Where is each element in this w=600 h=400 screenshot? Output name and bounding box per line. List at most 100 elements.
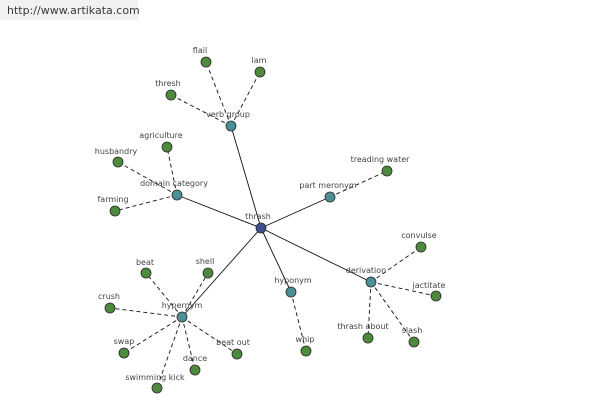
edge-center-domain-category <box>176 194 262 229</box>
leaf-node-shell[interactable]: shell <box>196 257 215 279</box>
leaf-node-farming-label: farming <box>97 195 128 204</box>
edge-verb-group-thresh <box>170 94 232 127</box>
leaf-node-agriculture-label: agriculture <box>139 131 183 140</box>
leaf-node-dance-circle[interactable] <box>189 364 201 376</box>
leaf-node-thresh-circle[interactable] <box>165 89 177 101</box>
edge-derivation-slash <box>370 281 415 343</box>
edge-hypernym-shell <box>181 272 209 318</box>
center-node-thrash-circle[interactable] <box>255 222 267 234</box>
relation-node-hypernym-circle[interactable] <box>176 311 188 323</box>
edge-hyponym-whip <box>290 291 307 352</box>
edge-center-derivation <box>260 227 372 283</box>
url-text[interactable]: http://www.artikata.com <box>7 3 140 17</box>
leaf-node-agriculture[interactable]: agriculture <box>139 131 183 153</box>
edge-verb-group-flail <box>205 61 232 127</box>
relation-node-domain-category-circle[interactable] <box>171 189 183 201</box>
leaf-node-farming[interactable]: farming <box>97 195 129 217</box>
leaf-node-jactitate-label: jactitate <box>412 281 446 290</box>
edge-domain-category-agriculture <box>166 146 178 196</box>
leaf-node-swimming-kick[interactable]: swimming kick <box>125 373 185 394</box>
edge-hypernym-beat <box>145 272 183 318</box>
leaf-node-whip[interactable]: whip <box>296 335 315 357</box>
leaf-node-whip-circle[interactable] <box>300 345 312 357</box>
edge-derivation-convulse <box>370 246 422 283</box>
edge-derivation-thrash-about <box>367 281 372 339</box>
graph-edges <box>109 61 437 389</box>
leaf-node-jactitate[interactable]: jactitate <box>412 281 446 302</box>
leaf-node-lam-circle[interactable] <box>254 66 266 78</box>
leaf-node-agriculture-circle[interactable] <box>161 141 173 153</box>
edge-hypernym-swimming-kick <box>156 316 183 389</box>
leaf-node-beat-out-circle[interactable] <box>231 348 243 360</box>
relation-node-verb-group[interactable]: verb group <box>206 110 250 132</box>
relation-node-hyponym-label: hyponym <box>274 276 312 285</box>
center-node-thrash[interactable]: thrash <box>245 212 271 234</box>
edge-hypernym-crush <box>109 307 183 318</box>
leaf-node-crush-circle[interactable] <box>104 302 116 314</box>
leaf-node-jactitate-circle[interactable] <box>430 290 442 302</box>
leaf-node-swap-circle[interactable] <box>118 347 130 359</box>
relation-node-domain-category-label: domain category <box>140 179 208 188</box>
edge-part-meronym-treading-water <box>329 170 388 198</box>
leaf-node-thrash-about[interactable]: thrash about <box>337 322 389 344</box>
relation-node-domain-category[interactable]: domain category <box>140 179 208 201</box>
leaf-node-shell-label: shell <box>196 257 215 266</box>
center-node-thrash-label: thrash <box>245 212 271 221</box>
edge-center-part-meronym <box>260 196 331 229</box>
relation-node-part-meronym-circle[interactable] <box>324 191 336 203</box>
relation-node-derivation-circle[interactable] <box>365 276 377 288</box>
relation-node-hyponym[interactable]: hyponym <box>274 276 312 298</box>
leaf-node-crush-label: crush <box>98 292 120 301</box>
leaf-node-whip-label: whip <box>296 335 315 344</box>
leaf-node-convulse[interactable]: convulse <box>401 231 437 253</box>
leaf-node-lam-label: lam <box>252 56 267 65</box>
leaf-node-swimming-kick-label: swimming kick <box>125 373 185 382</box>
edge-center-hyponym <box>260 227 292 293</box>
edge-domain-category-farming <box>114 194 178 212</box>
leaf-node-treading-water-circle[interactable] <box>381 165 393 177</box>
leaf-node-convulse-circle[interactable] <box>415 241 427 253</box>
leaf-node-beat[interactable]: beat <box>136 258 154 279</box>
relation-node-hyponym-circle[interactable] <box>285 286 297 298</box>
graph-nodes: thresh flail lam verb group agriculturehusba… <box>95 46 446 394</box>
url-banner[interactable]: http://www.artikata.com <box>0 0 140 20</box>
relation-node-part-meronym-label: part meronym <box>299 181 356 190</box>
relation-node-derivation-label: derivation <box>346 266 386 275</box>
relation-node-derivation[interactable]: derivation <box>346 266 386 288</box>
leaf-node-dance-label: dance <box>183 354 207 363</box>
leaf-node-farming-circle[interactable] <box>109 205 121 217</box>
leaf-node-thrash-about-circle[interactable] <box>362 332 374 344</box>
leaf-node-slash[interactable]: slash <box>402 326 423 348</box>
relation-node-part-meronym[interactable]: part meronym <box>299 181 357 203</box>
leaf-node-convulse-label: convulse <box>401 231 437 240</box>
leaf-node-thrash-about-label: thrash about <box>337 322 388 331</box>
relation-node-verb-group-circle[interactable] <box>225 120 237 132</box>
leaf-node-lam[interactable]: lam <box>252 56 267 78</box>
edge-domain-category-husbandry <box>117 161 178 196</box>
leaf-node-dance[interactable]: dance <box>183 354 207 376</box>
leaf-node-crush[interactable]: crush <box>98 292 120 314</box>
leaf-node-husbandry-circle[interactable] <box>112 156 124 168</box>
leaf-node-swap-label: swap <box>114 337 135 346</box>
leaf-node-flail[interactable]: flail <box>193 46 212 68</box>
edge-hypernym-swap <box>123 316 183 354</box>
edge-verb-group-lam <box>230 71 261 127</box>
leaf-node-shell-circle[interactable] <box>202 267 214 279</box>
leaf-node-swap[interactable]: swap <box>114 337 135 359</box>
relation-node-hypernym[interactable]: hypernym <box>162 301 203 323</box>
leaf-node-husbandry-label: husbandry <box>95 147 138 156</box>
edge-center-hypernym <box>181 227 262 318</box>
edge-hypernym-dance <box>181 316 196 371</box>
leaf-node-treading-water[interactable]: treading water <box>351 155 411 177</box>
edge-center-verb-group <box>230 125 262 229</box>
leaf-node-beat-circle[interactable] <box>140 267 152 279</box>
leaf-node-flail-circle[interactable] <box>200 56 212 68</box>
leaf-node-beat-out-label: beat out <box>216 338 250 347</box>
leaf-node-swimming-kick-circle[interactable] <box>151 382 163 394</box>
leaf-node-thresh[interactable]: thresh <box>155 79 181 101</box>
leaf-node-slash-circle[interactable] <box>408 336 420 348</box>
leaf-node-treading-water-label: treading water <box>351 155 411 164</box>
leaf-node-beat-label: beat <box>136 258 154 267</box>
leaf-node-beat-out[interactable]: beat out <box>216 338 250 360</box>
leaf-node-husbandry[interactable]: husbandry <box>95 147 138 168</box>
